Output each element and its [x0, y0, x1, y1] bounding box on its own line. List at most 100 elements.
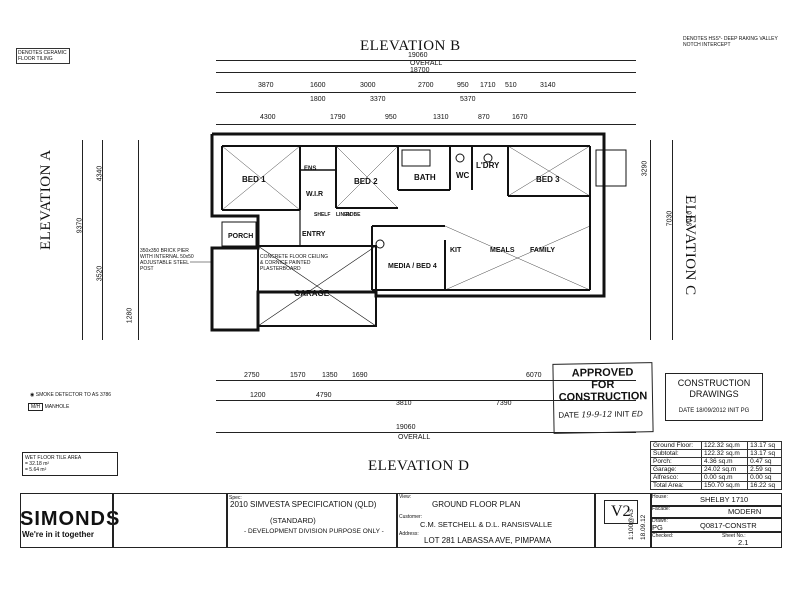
company-logo: SIMONDS: [20, 508, 121, 530]
room-bath: BATH: [414, 173, 436, 182]
sheet-value: 2.1: [738, 538, 749, 547]
version-badge: V2: [604, 500, 638, 524]
dim-top-1: 3870: [258, 82, 274, 89]
dim-top2-2: 3370: [370, 96, 386, 103]
spec-sub: (STANDARD): [270, 516, 316, 525]
construction-line-2: DRAWINGS: [689, 389, 739, 399]
house-value: SHELBY 1710: [700, 495, 749, 504]
garage-floor-note: CONCRETE FLOOR CEILING & CORNICE PAINTED…: [260, 254, 329, 272]
dim-top-8: 3140: [540, 82, 556, 89]
spec-note: - DEVELOPMENT DIVISION PURPOSE ONLY -: [244, 528, 384, 535]
manhole-note: M/H MANHOLE: [28, 403, 69, 411]
area-label-cell: Subtotal:: [649, 449, 703, 458]
area-sq-cell: 13.17 sq: [747, 449, 782, 458]
view-label: View:: [399, 494, 412, 500]
elevation-b-label: ELEVATION B: [360, 38, 461, 54]
area-label-cell: Alfresco:: [649, 473, 703, 482]
dim-bottom2-3: 3810: [396, 400, 412, 407]
wet-area-box: WET FLOOR TILE AREA = 32.18 m² = 5.64 m²: [22, 452, 118, 476]
job-value: Q0817-CONSTR: [700, 521, 757, 530]
dim-top-5: 950: [457, 82, 469, 89]
area-m2-cell: 24.02 sq.m: [701, 465, 749, 474]
divider-1: [112, 493, 114, 548]
dim-line-top-row: [216, 92, 636, 93]
dim-line-left-2: [102, 140, 103, 340]
dim-line-top-overall-2: [216, 72, 636, 73]
dim-top-3: 3000: [360, 82, 376, 89]
tb-hline-2: [650, 517, 782, 519]
room-robe: ROBE: [346, 212, 361, 218]
dim-top-overall-label: OVERALL: [410, 60, 443, 67]
wet-area-title: WET FLOOR TILE AREA: [25, 455, 82, 461]
area-sq-cell: 0.47 sq: [747, 457, 782, 466]
approved-date-row: DATE 19-9-12 INIT ED: [558, 409, 643, 420]
room-linen: LINEN: [336, 212, 351, 218]
dim-line-top-overall: [216, 60, 636, 61]
room-bed-1: BED 1: [242, 175, 266, 184]
dim-top-4: 2700: [418, 82, 434, 89]
valley-notch-note: DENOTES HSS*- DEEP RAKING VALLEY NOTCH I…: [683, 36, 778, 48]
dim-line-left-3: [138, 140, 139, 340]
room-family: FAMILY: [530, 247, 555, 254]
smoke-detector-icon: ◉: [30, 392, 35, 398]
dim-top3-5: 870: [478, 114, 490, 121]
dim-line-left: [82, 140, 83, 340]
dim-bottom2-4: 7390: [496, 400, 512, 407]
divider-2: [226, 493, 228, 548]
facade-label: Facade:: [652, 506, 671, 512]
room-wc: WC: [456, 171, 470, 180]
dim-bottom-overall-label: OVERALL: [398, 434, 431, 441]
dim-line-top-row3: [216, 124, 636, 125]
dim-top-6: 1710: [480, 82, 496, 89]
room-kit: KIT: [450, 247, 462, 254]
area-label-cell: Ground Floor:: [649, 441, 703, 450]
wet-area-value-2: = 5.64 m²: [25, 467, 47, 473]
dim-line-right-2: [672, 140, 673, 340]
dim-bottom-5: 6070: [526, 372, 542, 379]
tb-hline-1: [650, 505, 782, 507]
house-label: House:: [652, 494, 668, 500]
room-media: MEDIA / BED 4: [388, 263, 437, 270]
dim-top-overall-a: 19060: [408, 52, 428, 59]
dim-top-7: 510: [505, 82, 517, 89]
area-label-cell: Porch:: [649, 457, 703, 466]
room-porch: PORCH: [228, 233, 253, 240]
spec-label: Spec:: [229, 495, 242, 501]
elevation-d-label: ELEVATION D: [368, 458, 470, 474]
dim-top-2: 1600: [310, 82, 326, 89]
address-label: Address:: [399, 531, 419, 537]
scale-value: 1:100@A3: [628, 509, 635, 540]
area-sq-cell: 0.00 sq: [747, 473, 782, 482]
drawn-label: Drawn:: [652, 518, 668, 524]
dim-top3-2: 1790: [330, 114, 346, 121]
dim-bottom2-2: 4790: [316, 392, 332, 399]
dim-top3-4: 1310: [433, 114, 449, 121]
area-label-cell: Garage:: [649, 465, 703, 474]
area-sq-cell: 2.59 sq: [747, 465, 782, 474]
company-tagline: We're in it together: [22, 530, 94, 539]
smoke-detector-note: ◉ SMOKE DETECTOR TO AS 3786: [30, 392, 112, 398]
approved-stamp: APPROVED FOR CONSTRUCTION DATE 19-9-12 I…: [552, 362, 654, 434]
tb-hline-3: [650, 531, 782, 533]
dim-bottom2-1: 1200: [250, 392, 266, 399]
room-bed-2: BED 2: [354, 177, 378, 186]
facade-value: MODERN: [728, 507, 762, 516]
area-m2-cell: 122.32 sq.m: [701, 449, 749, 458]
room-entry: ENTRY: [302, 231, 326, 238]
ceramic-tile-note: DENOTES CERAMIC FLOOR TILING: [16, 48, 70, 64]
dim-line-bottom-overall: [216, 432, 636, 433]
dim-top2-3: 5370: [460, 96, 476, 103]
dim-bottom-2: 1570: [290, 372, 306, 379]
dim-line-bottom-1: [216, 380, 636, 381]
view-value: GROUND FLOOR PLAN: [432, 500, 521, 509]
divider-3: [396, 493, 398, 548]
spec-value: 2010 SIMVESTA SPECIFICATION (QLD): [230, 500, 377, 509]
wet-area-value-1: = 32.18 m²: [25, 461, 50, 467]
area-m2-cell: 4.36 sq.m: [701, 457, 749, 466]
manhole-icon: M/H: [28, 403, 44, 411]
room-laundry: L'DRY: [476, 161, 500, 170]
